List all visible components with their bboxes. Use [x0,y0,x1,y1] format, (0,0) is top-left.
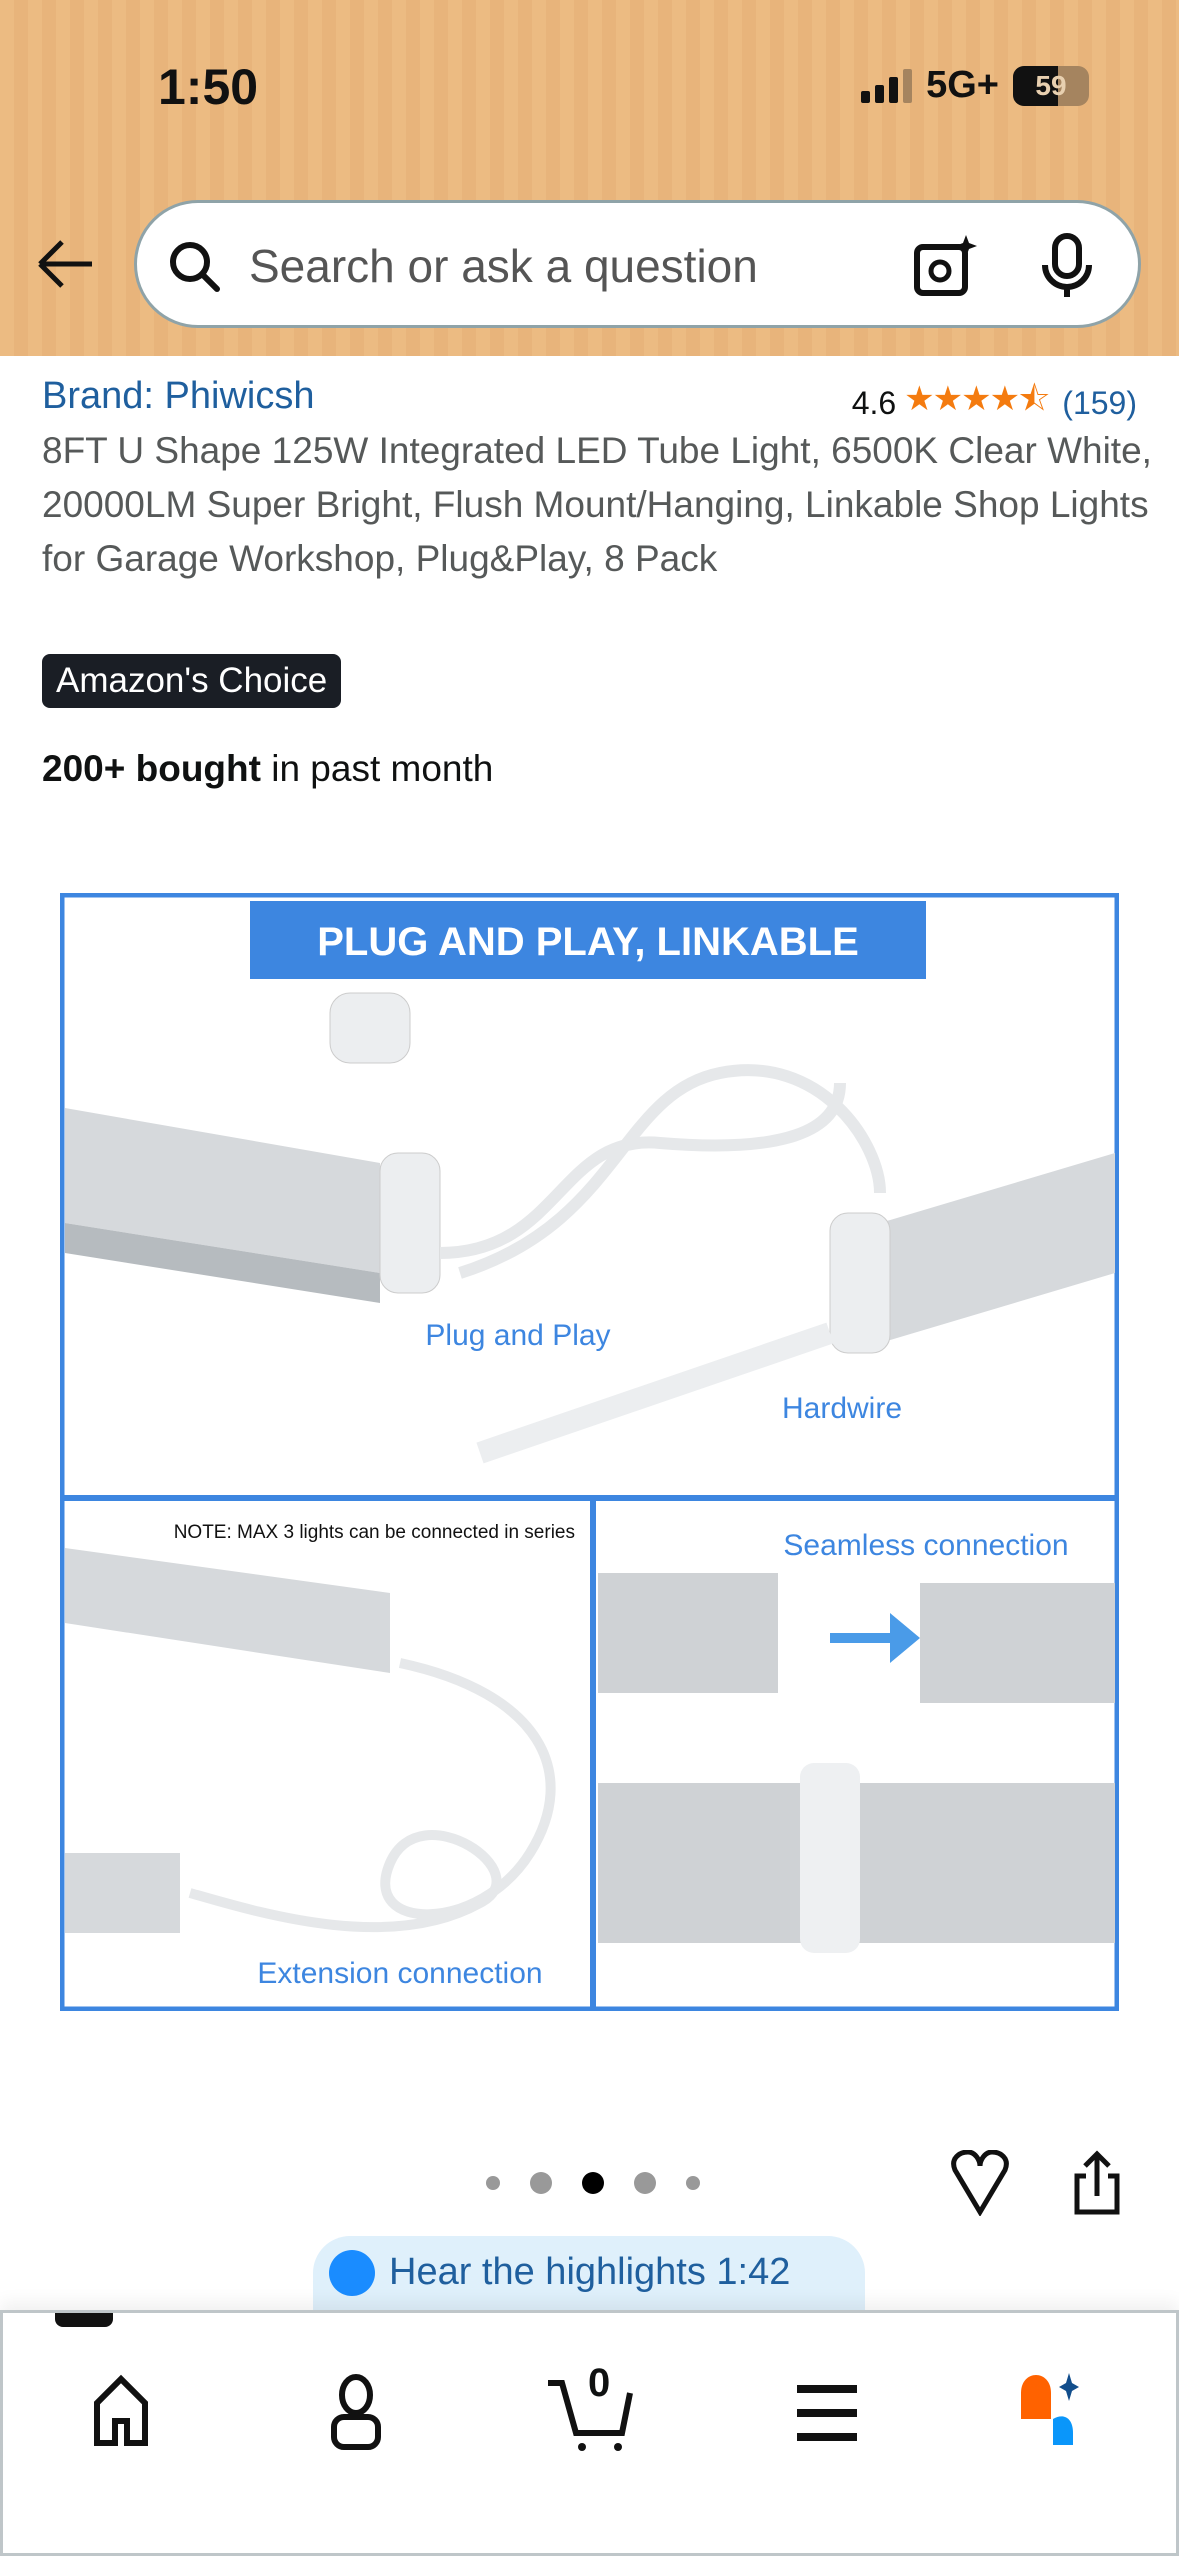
search-input[interactable]: Search or ask a question [249,240,758,292]
microphone-icon[interactable] [1039,233,1095,299]
label-seamless-connection: Seamless connection [783,1529,1068,1562]
bottom-tab-bar: 0 [0,2310,1179,2556]
battery-level: 59 [1035,69,1067,101]
back-arrow-icon[interactable] [36,236,96,292]
product-title: 8FT U Shape 125W Integrated LED Tube Lig… [42,430,1152,579]
camera-search-icon[interactable] [912,233,978,299]
battery-icon: 59 [1013,65,1089,106]
carousel-dot-active[interactable] [582,2172,604,2194]
star-rating-icon: ★★★★⯪ [904,380,1050,418]
carousel-dot[interactable] [530,2172,552,2194]
led-tube-top-left [65,1108,441,1303]
account-icon[interactable] [316,2373,396,2453]
play-icon [329,2250,375,2296]
image-note: NOTE: MAX 3 lights can be connected in s… [174,1522,575,1543]
rating-summary[interactable]: 4.6 ★★★★⯪ (159) [852,375,1137,432]
bought-count: 200+ bought in past month [42,748,493,790]
cart-icon [548,2380,633,2451]
label-extension-connection: Extension connection [257,1957,542,1990]
status-indicators: 5G+ 59 [861,64,1089,107]
audio-highlights-label: Hear the highlights 1:42 [389,2251,791,2293]
audio-highlights-pill[interactable]: Hear the highlights 1:42 [313,2236,865,2310]
carousel-dot[interactable] [686,2176,700,2190]
brand-link[interactable]: Brand: Phiwicsh [42,375,315,417]
rating-value: 4.6 [851,385,897,421]
carousel-dot[interactable] [486,2176,500,2190]
cart-button[interactable]: 0 [548,2361,648,2453]
header: 1:50 5G+ 59 Search or ask a question [0,0,1179,356]
image-banner: PLUG AND PLAY, LINKABLE [317,920,859,964]
active-tab-indicator [55,2313,113,2327]
status-time: 1:50 [158,59,259,115]
signal-icon [861,68,913,103]
label-hardwire: Hardwire [782,1392,902,1425]
cart-count: 0 [588,2361,611,2405]
search-icon [170,242,220,292]
review-count[interactable]: (159) [1062,385,1137,421]
amazons-choice-badge: Amazon's Choice [42,654,342,708]
network-label: 5G+ [926,64,999,106]
product-image-graphic: PLUG AND PLAY, LINKABLE Plug and Play Ha… [59,892,1120,2012]
rufus-assistant-icon[interactable] [1013,2373,1093,2453]
menu-icon[interactable] [787,2373,867,2453]
heart-icon[interactable] [950,2150,1010,2216]
home-icon[interactable] [81,2373,161,2453]
carousel-dot[interactable] [634,2172,656,2194]
share-icon[interactable] [1072,2150,1122,2216]
carousel-dots[interactable] [486,2172,700,2194]
bought-count-rest: in past month [260,748,494,789]
bought-count-bold: 200+ bought [42,748,261,789]
label-plug-and-play: Plug and Play [425,1319,610,1352]
search-bar[interactable]: Search or ask a question [134,200,1141,328]
led-tube-top-right [829,1153,1115,1354]
product-image[interactable]: PLUG AND PLAY, LINKABLE Plug and Play Ha… [59,892,1120,2012]
